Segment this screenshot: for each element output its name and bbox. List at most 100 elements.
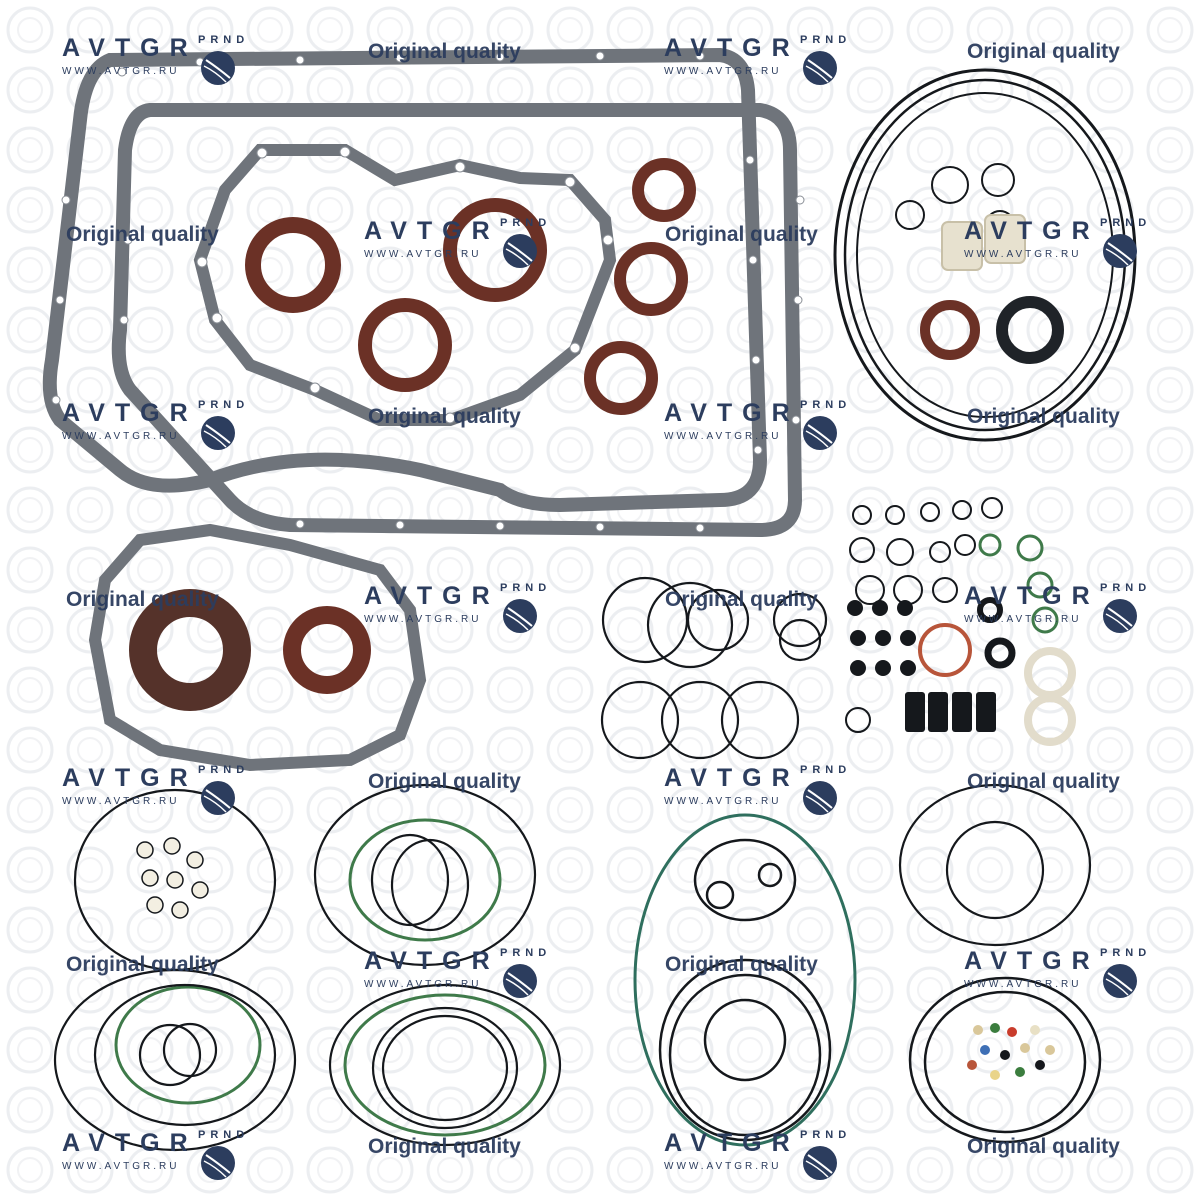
avtgr-globe-icon [201, 781, 235, 815]
o-ring-set-bottom-3 [633, 813, 857, 1147]
avtgr-globe-icon [201, 51, 235, 85]
quality-tagline: Original quality [967, 1135, 1120, 1158]
brand-name: AVTGR [964, 582, 1100, 610]
black-plugs [847, 600, 996, 732]
brand-url: WWW.AVTGR.RU [664, 431, 782, 442]
brand-name: AVTGR [664, 34, 800, 62]
avtgr-logo: AVTGR WWW.AVTGR.RU PRND [362, 215, 546, 271]
o-ring-set-bottom-7 [908, 976, 1102, 1144]
prnd-badge: PRND [198, 764, 250, 776]
prnd-badge: PRND [1100, 217, 1152, 229]
o-ring-set-bottom-6 [328, 983, 562, 1147]
avtgr-globe-icon [1103, 234, 1137, 268]
prnd-badge: PRND [1100, 582, 1152, 594]
brand-name: AVTGR [664, 399, 800, 427]
quality-tagline: Original quality [66, 223, 219, 246]
brand-url: WWW.AVTGR.RU [62, 1161, 180, 1172]
prnd-badge: PRND [800, 764, 852, 776]
prnd-badge: PRND [198, 399, 250, 411]
brown-seal-small [920, 300, 980, 360]
brand-name: AVTGR [364, 947, 500, 975]
brand-name: AVTGR [62, 764, 198, 792]
quality-tagline: Original quality [66, 953, 219, 976]
avtgr-logo: AVTGR WWW.AVTGR.RU PRND [60, 1127, 244, 1183]
avtgr-globe-icon [503, 234, 537, 268]
avtgr-logo: AVTGR WWW.AVTGR.RU PRND [60, 397, 244, 453]
quality-tagline: Original quality [368, 770, 521, 793]
extension-housing-gasket [88, 523, 427, 772]
prnd-badge: PRND [500, 582, 552, 594]
small-o-rings-cluster [845, 497, 1016, 733]
quality-tagline: Original quality [66, 588, 219, 611]
avtgr-logo: AVTGR WWW.AVTGR.RU PRND [60, 762, 244, 818]
front-cover-gasket [193, 144, 617, 426]
quality-tagline: Original quality [665, 223, 818, 246]
prnd-badge: PRND [800, 399, 852, 411]
avtgr-globe-icon [1103, 599, 1137, 633]
brand-name: AVTGR [364, 217, 500, 245]
avtgr-logo: AVTGR WWW.AVTGR.RU PRND [662, 762, 846, 818]
brand-url: WWW.AVTGR.RU [364, 979, 482, 990]
avtgr-globe-icon [803, 51, 837, 85]
avtgr-globe-icon [803, 1146, 837, 1180]
avtgr-globe-icon [201, 416, 235, 450]
avtgr-logo: AVTGR WWW.AVTGR.RU PRND [362, 580, 546, 636]
output-seal-2 [283, 606, 371, 694]
quality-tagline: Original quality [368, 1135, 521, 1158]
quality-tagline: Original quality [967, 40, 1120, 63]
avtgr-globe-icon [803, 781, 837, 815]
avtgr-globe-icon [503, 599, 537, 633]
avtgr-logo: AVTGR WWW.AVTGR.RU PRND [60, 32, 244, 88]
small-cream-rings [136, 837, 209, 919]
prnd-badge: PRND [198, 34, 250, 46]
avtgr-logo: AVTGR WWW.AVTGR.RU PRND [962, 215, 1146, 271]
brand-url: WWW.AVTGR.RU [964, 614, 1082, 625]
brand-name: AVTGR [62, 1129, 198, 1157]
quality-tagline: Original quality [665, 953, 818, 976]
shaft-seals-upper [245, 158, 696, 415]
brand-url: WWW.AVTGR.RU [62, 66, 180, 77]
orange-o-ring [918, 623, 972, 677]
prnd-badge: PRND [500, 217, 552, 229]
cream-rings [1024, 647, 1076, 746]
o-ring-set-bottom-5 [53, 968, 297, 1152]
large-output-seal [129, 589, 251, 711]
oil-pan-gasket-inner [111, 103, 803, 538]
brand-url: WWW.AVTGR.RU [62, 431, 180, 442]
brand-name: AVTGR [364, 582, 500, 610]
prnd-badge: PRND [500, 947, 552, 959]
filter-sleeves [941, 214, 1026, 271]
quality-tagline: Original quality [368, 405, 521, 428]
quality-tagline: Original quality [368, 40, 521, 63]
avtgr-logo: AVTGR WWW.AVTGR.RU PRND [362, 945, 546, 1001]
brand-url: WWW.AVTGR.RU [364, 614, 482, 625]
brand-name: AVTGR [964, 947, 1100, 975]
brand-url: WWW.AVTGR.RU [664, 796, 782, 807]
brand-url: WWW.AVTGR.RU [964, 249, 1082, 260]
brand-name: AVTGR [62, 34, 198, 62]
o-ring-set-bottom-2 [313, 783, 537, 967]
avtgr-globe-icon [503, 964, 537, 998]
quality-tagline: Original quality [967, 405, 1120, 428]
prnd-badge: PRND [198, 1129, 250, 1141]
quality-tagline: Original quality [665, 588, 818, 611]
o-ring-set-bottom-4 [898, 783, 1092, 947]
brand-name: AVTGR [664, 764, 800, 792]
avtgr-globe-icon [201, 1146, 235, 1180]
quality-tagline: Original quality [967, 770, 1120, 793]
brand-url: WWW.AVTGR.RU [364, 249, 482, 260]
prnd-badge: PRND [1100, 947, 1152, 959]
brand-url: WWW.AVTGR.RU [964, 979, 1082, 990]
prnd-badge: PRND [800, 1129, 852, 1141]
green-o-rings [978, 533, 1059, 634]
brand-name: AVTGR [964, 217, 1100, 245]
tiny-colored-seals [967, 1023, 1055, 1080]
prnd-badge: PRND [800, 34, 852, 46]
brand-name: AVTGR [664, 1129, 800, 1157]
avtgr-logo: AVTGR WWW.AVTGR.RU PRND [962, 945, 1146, 1001]
oil-pan-gasket-outer [42, 47, 768, 513]
brand-url: WWW.AVTGR.RU [664, 66, 782, 77]
avtgr-logo: AVTGR WWW.AVTGR.RU PRND [662, 32, 846, 88]
